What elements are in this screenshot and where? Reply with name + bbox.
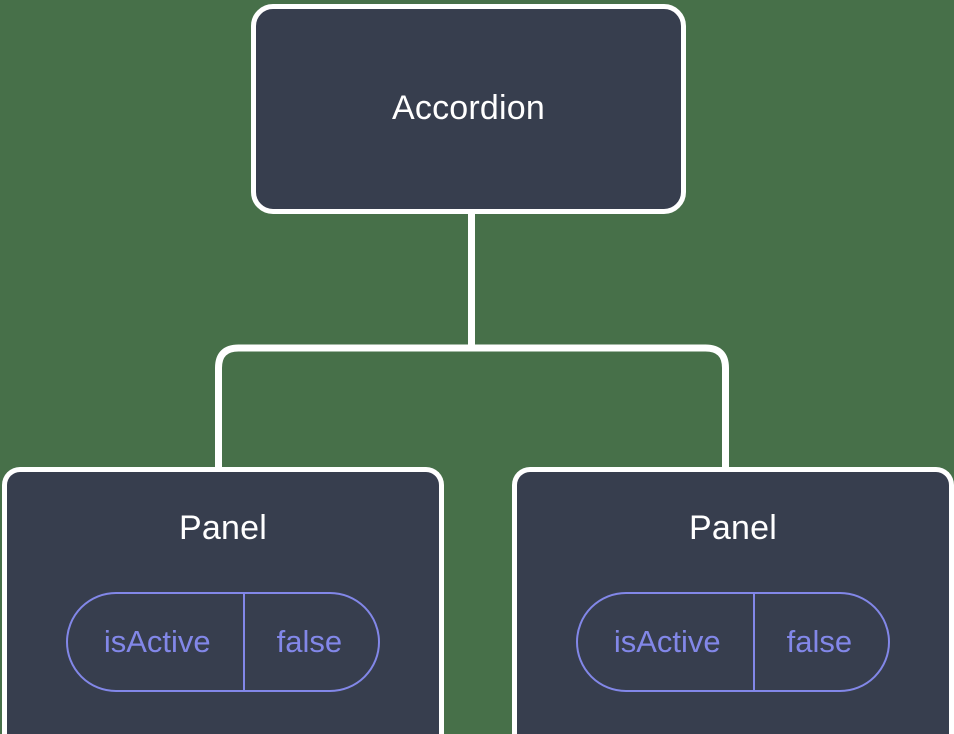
node-accordion-title: Accordion bbox=[392, 89, 545, 128]
prop-key-label: isActive bbox=[103, 624, 211, 660]
node-panel-right-title: Panel bbox=[689, 509, 777, 547]
node-accordion[interactable]: Accordion bbox=[251, 4, 686, 214]
connector-split-bar bbox=[215, 344, 729, 470]
node-panel-right[interactable]: Panel isActive false bbox=[512, 467, 954, 734]
prop-key-label: isActive bbox=[613, 624, 721, 660]
prop-pill-isactive-left[interactable]: isActive false bbox=[65, 592, 381, 693]
prop-value-label: false bbox=[242, 594, 378, 691]
node-panel-left[interactable]: Panel isActive false bbox=[2, 467, 444, 734]
prop-pill-isactive-right[interactable]: isActive false bbox=[575, 592, 891, 693]
prop-value-label: false bbox=[752, 594, 888, 691]
node-panel-left-title: Panel bbox=[179, 509, 267, 547]
